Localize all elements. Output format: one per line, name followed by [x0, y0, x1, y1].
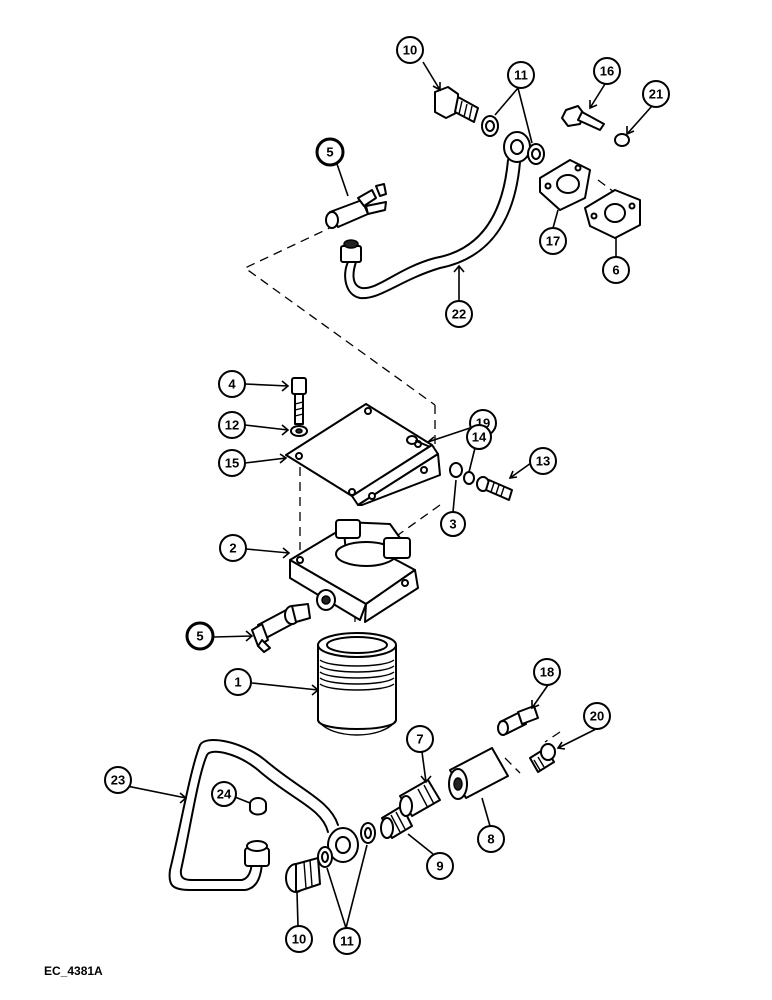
sealing-washers-bottom [317, 822, 376, 868]
callout-22: 22 [445, 300, 473, 328]
callout-13: 13 [529, 447, 557, 475]
screw-4 [291, 377, 307, 425]
gasket-17 [539, 159, 591, 211]
callout-label: 24 [217, 787, 232, 802]
callout-label: 9 [436, 859, 443, 874]
callout-label: 2 [229, 541, 236, 556]
callout-1: 1 [224, 668, 252, 696]
callout-label: 16 [600, 64, 614, 79]
bracket-fasteners [406, 435, 513, 501]
callout-label: 4 [228, 377, 236, 392]
callout-label: 5 [326, 145, 333, 160]
adapter-9 [380, 805, 413, 839]
flange-6 [584, 189, 641, 239]
fuel-pipe-lower [168, 739, 359, 891]
callout-label: 6 [612, 263, 619, 278]
callout-15: 15 [218, 449, 246, 477]
callout-5-top: 5 [315, 137, 345, 167]
callout-label: 11 [514, 68, 528, 83]
callout-10-top: 10 [396, 36, 424, 64]
callout-10-bottom: 10 [285, 925, 313, 953]
assembly-dashed-lines [243, 179, 641, 774]
callout-5-lower: 5 [185, 621, 215, 651]
callout-11-bottom: 11 [333, 927, 361, 955]
filter-bowl [317, 632, 397, 736]
callout-2: 2 [219, 534, 247, 562]
bleed-valve-top [325, 183, 387, 229]
fitting-18 [497, 705, 539, 736]
callout-label: 5 [196, 629, 203, 644]
banjo-bolt-top [434, 86, 479, 123]
callout-11-top: 11 [507, 61, 535, 89]
callout-label: 3 [449, 517, 456, 532]
callout-label: 20 [590, 709, 604, 724]
callout-12: 12 [218, 411, 246, 439]
bleed-valve-lower [251, 603, 311, 653]
callout-label: 14 [472, 430, 487, 445]
callout-label: 8 [487, 832, 494, 847]
leader-arrows [126, 61, 653, 929]
fuel-pipe-upper [340, 131, 531, 300]
callout-label: 15 [225, 456, 239, 471]
bolt-16 [561, 105, 605, 131]
mounting-bracket [285, 403, 441, 506]
figure-reference-code: EC_4381A [44, 964, 103, 978]
callout-3: 3 [440, 511, 466, 537]
callout-4: 4 [218, 370, 246, 398]
callout-label: 10 [403, 43, 417, 58]
callout-label: 7 [416, 732, 423, 747]
callout-8: 8 [477, 825, 505, 853]
callout-14: 14 [466, 424, 492, 450]
blanking-cap [249, 797, 267, 816]
callout-20: 20 [583, 702, 611, 730]
filter-head [289, 519, 419, 623]
callout-label: 13 [536, 454, 550, 469]
callout-7: 7 [406, 725, 434, 753]
callout-label: 12 [225, 418, 239, 433]
callout-label: 10 [292, 932, 306, 947]
banjo-bolt-bottom [285, 857, 321, 893]
sealing-washers-top [481, 115, 545, 165]
callout-label: 23 [111, 773, 125, 788]
plug-20 [529, 743, 556, 773]
callout-label: 1 [234, 675, 241, 690]
callout-label: 17 [546, 234, 560, 249]
callout-label: 11 [340, 934, 354, 949]
callout-16: 16 [593, 57, 621, 85]
callout-label: 22 [452, 307, 466, 322]
callout-23: 23 [104, 766, 132, 794]
washer-21 [614, 133, 630, 147]
callout-label: 21 [649, 87, 663, 102]
callout-17: 17 [539, 227, 567, 255]
callout-24: 24 [211, 781, 237, 807]
washer-12 [290, 425, 308, 437]
callout-label: 18 [540, 665, 554, 680]
callout-9: 9 [426, 852, 454, 880]
sleeve-8 [448, 747, 509, 800]
union-7 [399, 779, 441, 817]
callout-21: 21 [642, 80, 670, 108]
callout-6: 6 [602, 256, 630, 284]
callout-18: 18 [533, 658, 561, 686]
